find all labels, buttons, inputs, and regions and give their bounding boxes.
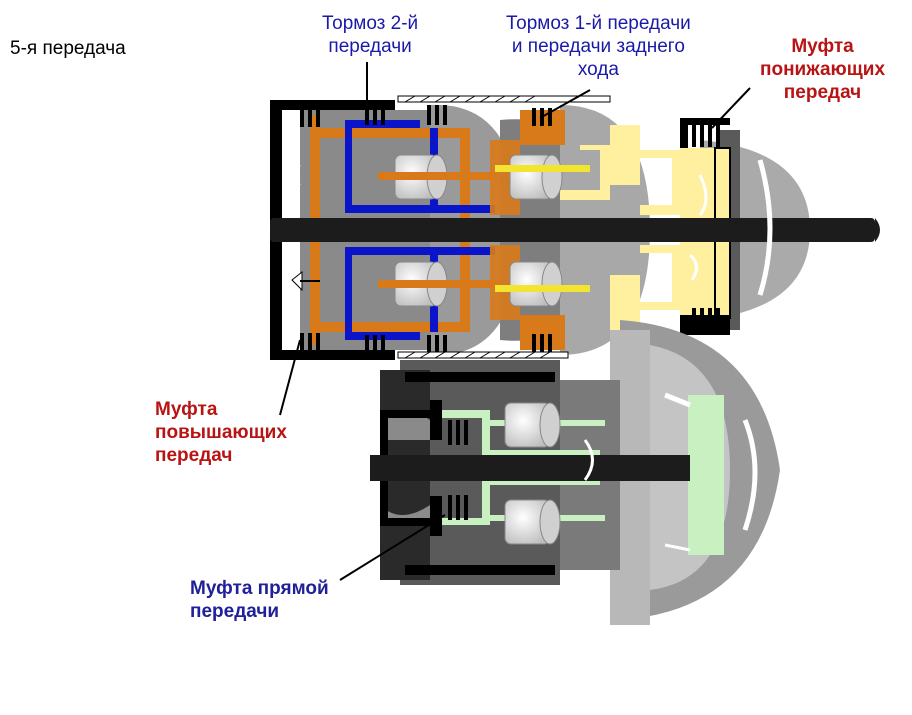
leader-clutch-up [279,339,301,416]
lower-planet-gear-bottom [504,499,561,545]
gear-title: 5-я передача [10,38,126,59]
leader-lines [279,62,751,581]
yellow-block-top [610,125,640,185]
label-brake2: Тормоз 2-й передачи [322,13,419,57]
upper-unit [270,95,880,360]
lower-shaft [370,455,690,481]
leader-clutch-direct [339,514,446,581]
planet-gear-2-bottom [495,261,590,307]
label-brake1: Тормоз 1-й передачи и передачи заднего х… [506,13,691,80]
main-shaft [270,218,875,242]
leader-brake1 [539,89,591,119]
rotation-arrow-left-top [294,164,301,186]
label-clutch-direct: Муфта прямой передачи [190,578,329,622]
lower-unit [370,320,780,625]
clutch-down-frame-bottom [680,315,730,335]
planet-gear-1-top [378,154,498,200]
lower-green-block [688,395,724,555]
clutch-direct-frame-bottom [380,481,430,526]
label-clutch-up: Муфта повышающих передач [155,399,287,466]
brake-band-top [397,95,611,103]
brake-band-bottom [397,351,569,359]
rotation-arrow-lower [742,419,758,531]
lower-clutch-teeth [448,420,468,520]
clutch-direct-frame-top [380,410,430,455]
planet-gear-2-top [495,154,590,200]
clutch-down-frame-top [680,118,730,148]
rotation-arrow-rear [757,159,773,296]
planet-gear-1-bottom [378,261,498,307]
label-clutch-down: Муфта понижающих передач [760,36,886,103]
leader-clutch-down [711,87,751,129]
lower-planet-gear-top [504,402,561,448]
